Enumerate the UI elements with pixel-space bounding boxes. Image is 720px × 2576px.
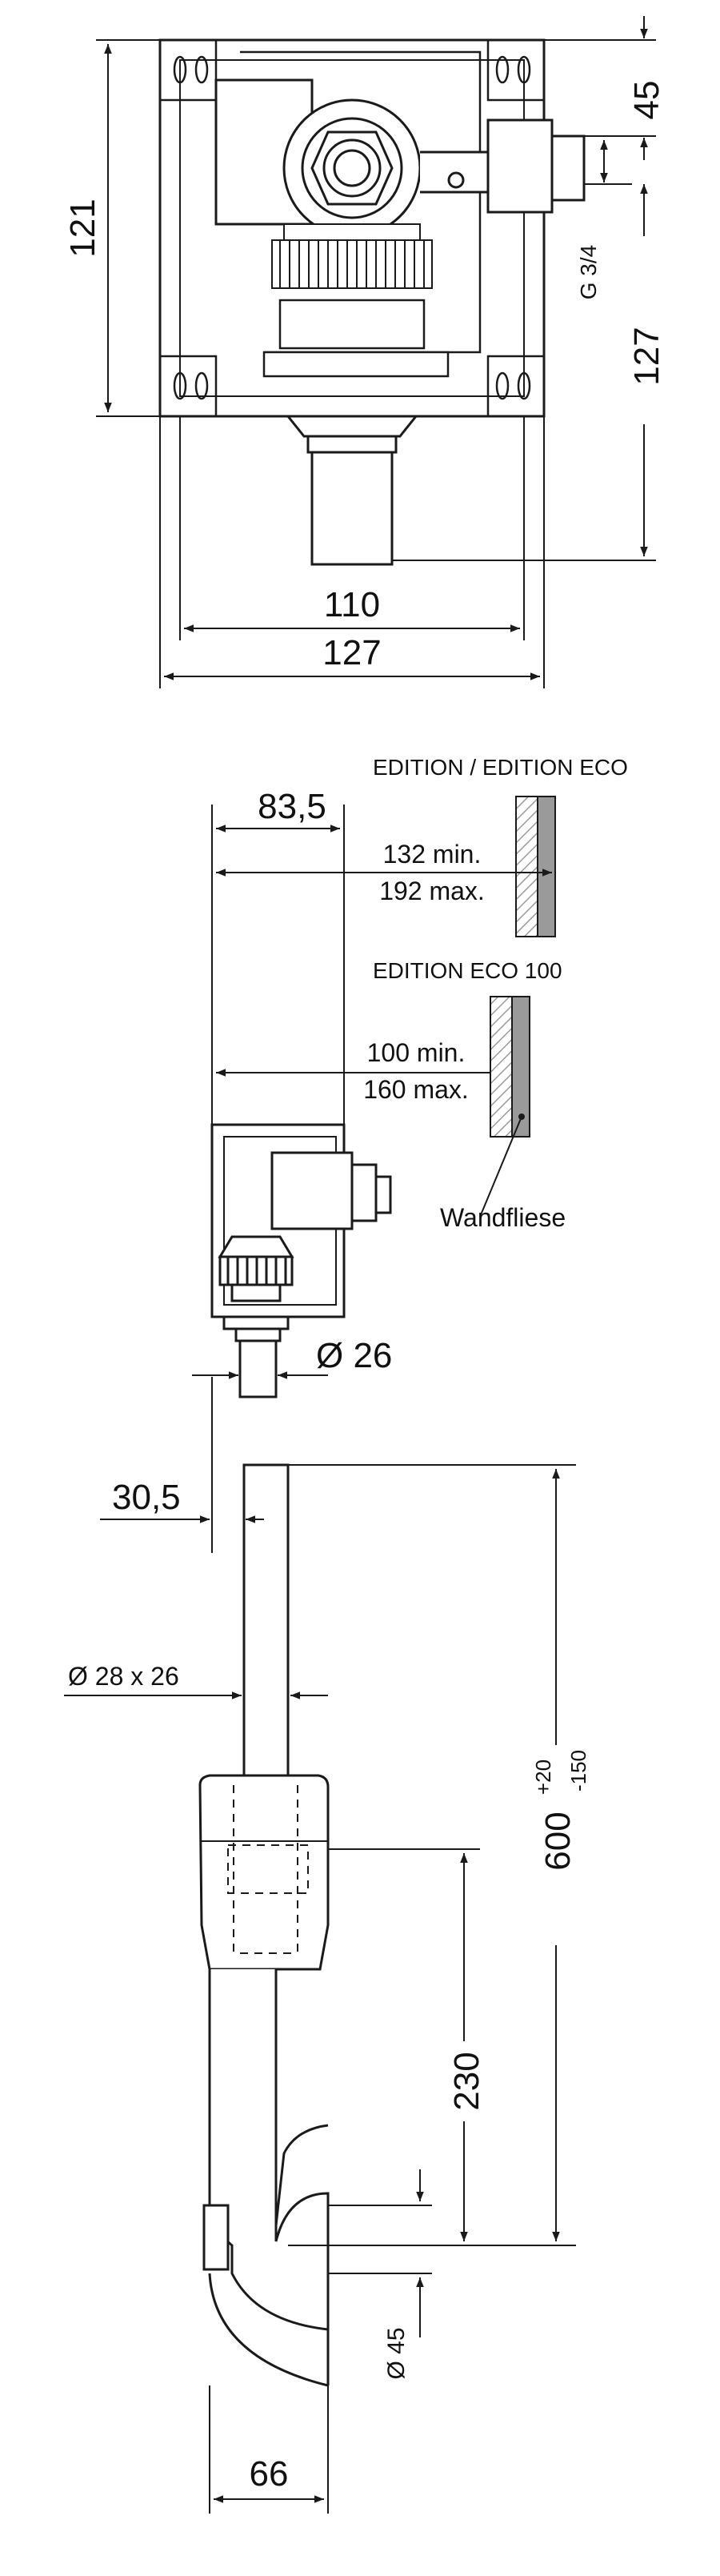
pipe-view-dimensions (64, 1464, 576, 2514)
dim-45-diameter: Ø 45 (383, 2327, 410, 2379)
top-view-dimensions (96, 16, 656, 688)
knurled-nut (271, 223, 433, 289)
wall-section-eco100 (490, 996, 530, 1138)
eco100-max: 160 max. (363, 1075, 469, 1104)
edition-label: EDITION / EDITION ECO (373, 755, 628, 780)
pipe-view (198, 1463, 330, 2387)
dim-121: 121 (63, 199, 102, 257)
dim-30-5: 30,5 (112, 1478, 181, 1517)
dim-83-5: 83,5 (258, 787, 326, 826)
thread-label: G 3/4 (576, 245, 601, 299)
wall-section-edition (515, 796, 556, 937)
dim-66: 66 (250, 2454, 289, 2494)
edition-max: 192 max. (379, 877, 485, 905)
dim-tol-plus: +20 (531, 1759, 555, 1795)
dim-600: 600 (538, 1812, 578, 1870)
dim-230: 230 (447, 2052, 486, 2110)
dim-pipe-28x26: Ø 28 x 26 (68, 1662, 179, 1691)
pipe-hidden-lines (227, 1785, 309, 1954)
outlet-pipe (285, 415, 419, 566)
dim-127-horizontal: 127 (322, 633, 381, 672)
valve-body (214, 78, 586, 238)
dim-outlet-26: Ø 26 (316, 1336, 392, 1375)
top-view (158, 38, 586, 566)
pipe-sleeve (198, 1774, 330, 1971)
eco100-min: 100 min. (367, 1038, 466, 1067)
dim-110: 110 (324, 585, 380, 624)
drain-pipe (242, 1463, 290, 1787)
dim-45: 45 (627, 81, 666, 120)
side-view-part (210, 1123, 392, 1398)
tile-label: Wandfliese (440, 1203, 566, 1232)
mounting-ears (158, 38, 546, 418)
edition-min: 132 min. (383, 840, 482, 869)
dim-127-vertical: 127 (627, 327, 666, 385)
dim-tol-minus: -150 (566, 1750, 590, 1792)
eco100-label: EDITION ECO 100 (373, 958, 562, 983)
